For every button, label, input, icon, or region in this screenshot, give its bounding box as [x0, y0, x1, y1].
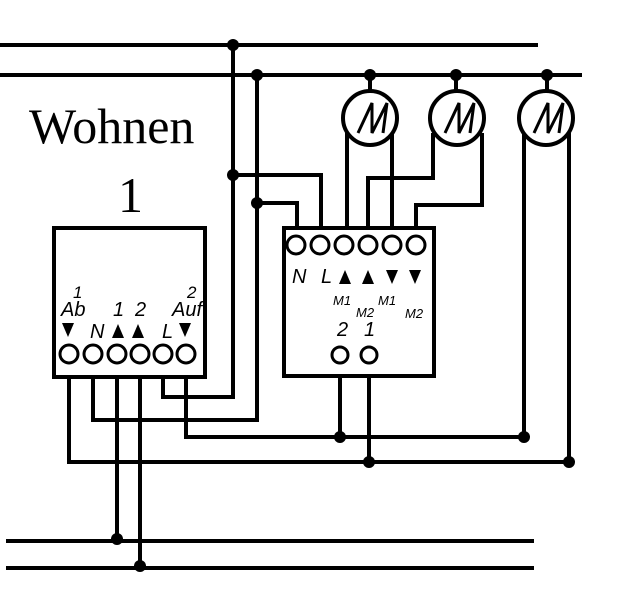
- motor-m-glyph: [443, 102, 476, 134]
- relay-label-n: N: [292, 266, 307, 288]
- switch-terminal-ab[interactable]: [58, 343, 80, 365]
- relay-label-out2: 2: [336, 319, 348, 341]
- switch-terminal-1[interactable]: [106, 343, 128, 365]
- arrow-up-icon: [132, 324, 144, 338]
- junction-dot: [563, 456, 575, 468]
- relay-terminal-l[interactable]: [309, 234, 331, 256]
- label-ab-num: 1: [73, 283, 82, 302]
- switch-terminal-l[interactable]: [152, 343, 174, 365]
- arrow-up-icon: [339, 270, 351, 284]
- relay-terminal-out1[interactable]: [359, 345, 379, 365]
- switch-terminal-2[interactable]: [129, 343, 151, 365]
- junction-dot: [450, 69, 462, 81]
- junction-dot: [227, 169, 239, 181]
- arrow-up-icon: [362, 270, 374, 284]
- label-auf: Auf: [171, 299, 204, 321]
- relay-label-m1a: M1: [333, 293, 351, 308]
- arrow-down-icon: [386, 270, 398, 284]
- relay-terminal-m1-up[interactable]: [333, 234, 355, 256]
- relay-label-m2a: M2: [356, 305, 375, 320]
- relay-label-l: L: [321, 266, 332, 288]
- junction-dot: [363, 456, 375, 468]
- relay-terminal-n[interactable]: [285, 234, 307, 256]
- arrow-up-icon: [112, 324, 124, 338]
- relay-terminal-m2-down[interactable]: [405, 234, 427, 256]
- relay-label-m2b: M2: [405, 306, 424, 321]
- junction-dot: [518, 431, 530, 443]
- wire-motor2-b: [414, 133, 484, 230]
- wire-switch-l: [161, 376, 235, 399]
- junction-dot: [541, 69, 553, 81]
- junction-dot: [334, 431, 346, 443]
- wire-feed-2: [91, 73, 259, 422]
- arrow-down-icon: [409, 270, 421, 284]
- junction-dot: [364, 69, 376, 81]
- motor-2: [428, 89, 486, 147]
- label-terminal-2: 2: [134, 299, 146, 321]
- arrow-down-icon: [62, 323, 74, 337]
- label-l: L: [162, 321, 173, 343]
- junction-dot: [111, 533, 123, 545]
- junction-dot: [251, 69, 263, 81]
- label-auf-num: 2: [186, 283, 197, 302]
- motor-m-glyph: [532, 102, 565, 134]
- relay-label-m1b: M1: [378, 293, 396, 308]
- wire-motor2-a: [366, 133, 435, 230]
- switch-terminal-auf[interactable]: [175, 343, 197, 365]
- wire-switch-auf-return: [184, 376, 342, 439]
- arrow-down-icon: [179, 323, 191, 337]
- wire-switch-ab: [67, 376, 371, 464]
- junction-dot: [134, 560, 146, 572]
- label-ab: Ab: [60, 299, 85, 321]
- relay-terminal-out2[interactable]: [330, 345, 350, 365]
- label-n: N: [90, 321, 105, 343]
- room-title: Wohnen: [29, 98, 194, 154]
- motor-m-glyph: [356, 102, 389, 134]
- label-terminal-1: 1: [113, 299, 124, 321]
- junction-dot: [227, 39, 239, 51]
- junction-dot: [251, 197, 263, 209]
- room-number: 1: [118, 167, 143, 223]
- wire-relay-n: [231, 173, 323, 230]
- wire-relay-l: [255, 201, 299, 230]
- relay-terminal-m2-up[interactable]: [357, 234, 379, 256]
- relay-label-out1: 1: [364, 319, 375, 341]
- switch-terminal-n[interactable]: [82, 343, 104, 365]
- motor-3: [517, 89, 575, 147]
- motor-1: [341, 89, 399, 147]
- relay-terminal-m1-down[interactable]: [381, 234, 403, 256]
